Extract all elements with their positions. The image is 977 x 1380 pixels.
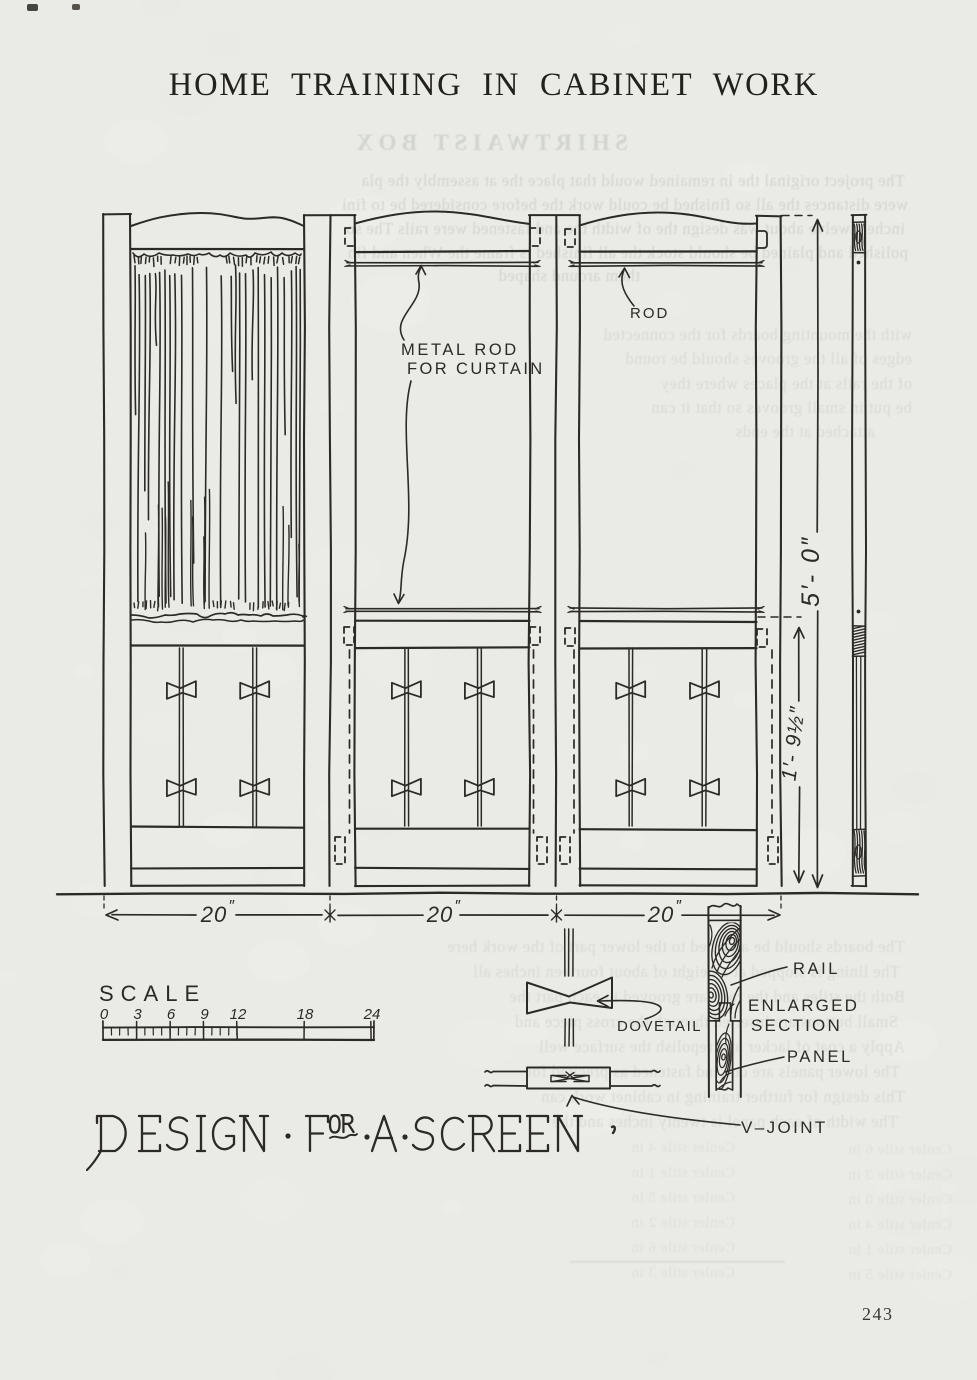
svg-text:HOME TRAINING IN CABINET W: HOME TRAINING IN CABINET WORK — [169, 67, 819, 103]
svg-text:This design for further traini: This design for further training in cabi… — [541, 1087, 905, 1106]
svg-text:3: 3 — [133, 1006, 142, 1023]
svg-text:The width of each panel is twe: The width of each panel is twenty inches… — [552, 1112, 898, 1131]
svg-text:″: ″ — [229, 898, 237, 915]
svg-text:The boards should be attached: The boards should be attached to the low… — [447, 937, 905, 956]
svg-text:DOVETAIL: DOVETAIL — [617, 1018, 702, 1035]
svg-text:SCALE: SCALE — [99, 981, 206, 1006]
svg-text:Cenler stile 1 in: Cenler stile 1 in — [848, 1242, 952, 1258]
svg-text:Cenler stile 0 in: Cenler stile 0 in — [848, 1192, 952, 1208]
svg-text:Cenler stile 5 in: Cenler stile 5 in — [631, 1190, 735, 1206]
svg-text:Cenler stile 6 in: Cenler stile 6 in — [631, 1240, 735, 1256]
svg-text:inches twelve about was design: inches twelve about was design the of wi… — [346, 219, 905, 238]
svg-text:RAIL: RAIL — [793, 960, 840, 978]
svg-text:attached at the ends: attached at the ends — [735, 422, 875, 441]
svg-text:Cenler stile 2 in: Cenler stile 2 in — [631, 1215, 735, 1231]
svg-text:FOR CURTAIN: FOR CURTAIN — [407, 360, 545, 378]
svg-text:20: 20 — [647, 902, 674, 927]
svg-text:The project original the in re: The project original the in remained wou… — [361, 171, 905, 190]
svg-text:24: 24 — [363, 1006, 381, 1023]
svg-text:18: 18 — [297, 1006, 314, 1023]
svg-text:243: 243 — [862, 1304, 894, 1324]
svg-text:20: 20 — [426, 902, 453, 927]
svg-text:METAL ROD: METAL ROD — [401, 341, 519, 359]
svg-text:with the mounting boards for t: with the mounting boards for the connect… — [603, 325, 912, 344]
svg-text:ROD: ROD — [630, 305, 669, 322]
svg-text:0: 0 — [100, 1006, 109, 1023]
svg-text:ENLARGED: ENLARGED — [748, 996, 859, 1015]
svg-text:″: ″ — [455, 898, 463, 915]
svg-text:them around shaped: them around shaped — [498, 266, 640, 285]
svg-text:Cenler stile 1 in: Cenler stile 1 in — [631, 1165, 735, 1181]
svg-text:The lining is stopped at a hei: The lining is stopped at a height of abo… — [473, 962, 900, 981]
svg-text:V–JOINT: V–JOINT — [741, 1118, 828, 1137]
svg-text:Cenler stile 6 in: Cenler stile 6 in — [848, 1142, 952, 1158]
svg-text:Cenler stile 5 in: Cenler stile 5 in — [848, 1267, 952, 1283]
svg-text:″: ″ — [676, 898, 684, 915]
svg-text:PANEL: PANEL — [787, 1048, 853, 1066]
svg-text:were distances the all so fini: were distances the all so finished be co… — [342, 195, 909, 214]
svg-text:9: 9 — [200, 1006, 209, 1023]
svg-text:SECTION: SECTION — [751, 1016, 842, 1035]
svg-text:SHIRTWAIST BOX: SHIRTWAIST BOX — [351, 130, 628, 155]
svg-text:6: 6 — [167, 1006, 176, 1023]
svg-text:Cenler stile 3 in: Cenler stile 3 in — [631, 1265, 735, 1281]
svg-text:of the rails at the places whe: of the rails at the places where they — [660, 374, 912, 393]
svg-text:Cenler stile 4 in: Cenler stile 4 in — [848, 1217, 952, 1233]
svg-text:edges of all the grooves shoul: edges of all the grooves should be round — [625, 349, 912, 368]
svg-text:The lower panels are cut and f: The lower panels are cut and fastened as… — [526, 1062, 900, 1081]
svg-text:Cenler stile 4 in: Cenler stile 4 in — [631, 1140, 735, 1156]
svg-text:12: 12 — [230, 1006, 247, 1023]
svg-text:Cenler stile 3 in: Cenler stile 3 in — [848, 1167, 952, 1183]
svg-text:Small buttons are inserted thr: Small buttons are inserted through the c… — [514, 1012, 898, 1031]
svg-text:5′- 0″: 5′- 0″ — [797, 535, 825, 607]
svg-text:20: 20 — [200, 902, 227, 927]
